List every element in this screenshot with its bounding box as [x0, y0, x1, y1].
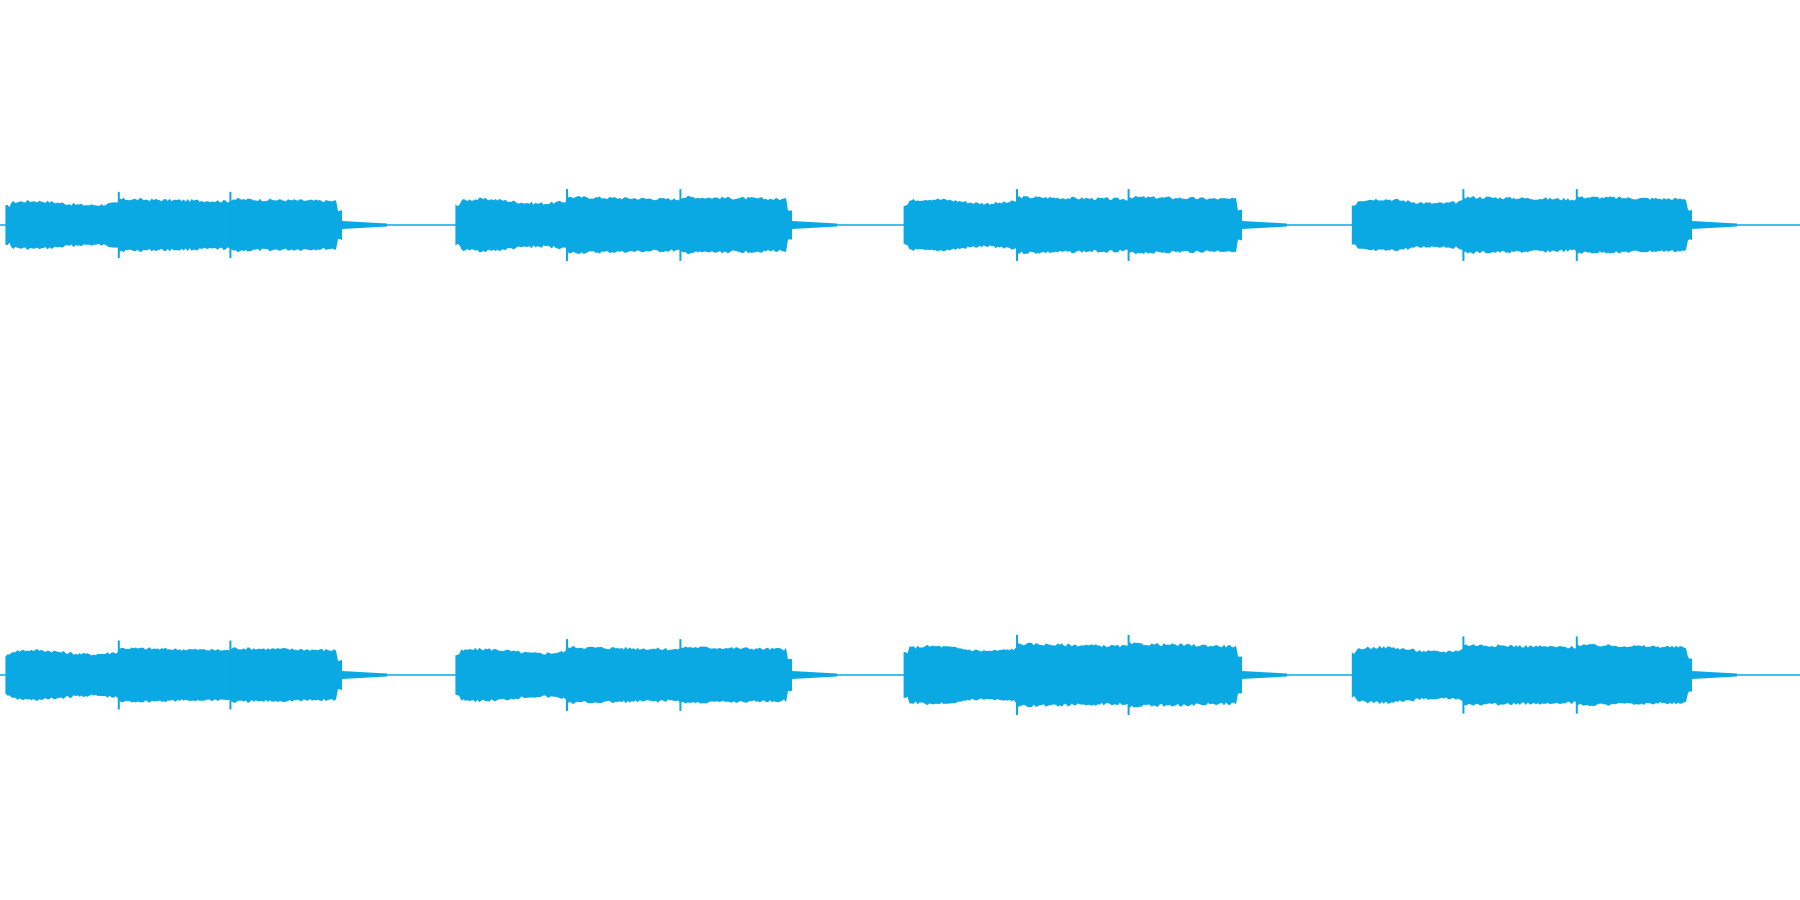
waveform-tail-4: [1692, 671, 1737, 679]
waveform-segment-3: [903, 642, 1242, 708]
waveform-segment-1: [5, 647, 343, 703]
waveform-segment-3: [903, 195, 1242, 255]
waveform-tail-3: [1242, 671, 1287, 679]
waveform-channel-2: [0, 450, 1800, 900]
waveform-segment-2: [455, 195, 792, 255]
waveform-segment-4: [1351, 643, 1692, 707]
waveform-tail-2: [792, 671, 837, 679]
waveform-segment-1: [5, 197, 343, 253]
waveform-channel-2-svg: [0, 634, 1800, 716]
waveform-tail-1: [342, 671, 387, 679]
waveform-tail-4: [1692, 221, 1737, 229]
waveform-channel-1-svg: [0, 189, 1800, 261]
waveform-channel-1: [0, 189, 1800, 261]
waveform-segment-2: [455, 645, 792, 705]
waveform-tail-2: [792, 221, 837, 229]
waveform-tail-1: [342, 221, 387, 229]
waveform-tail-3: [1242, 221, 1287, 229]
waveform-segment-4: [1351, 196, 1692, 254]
